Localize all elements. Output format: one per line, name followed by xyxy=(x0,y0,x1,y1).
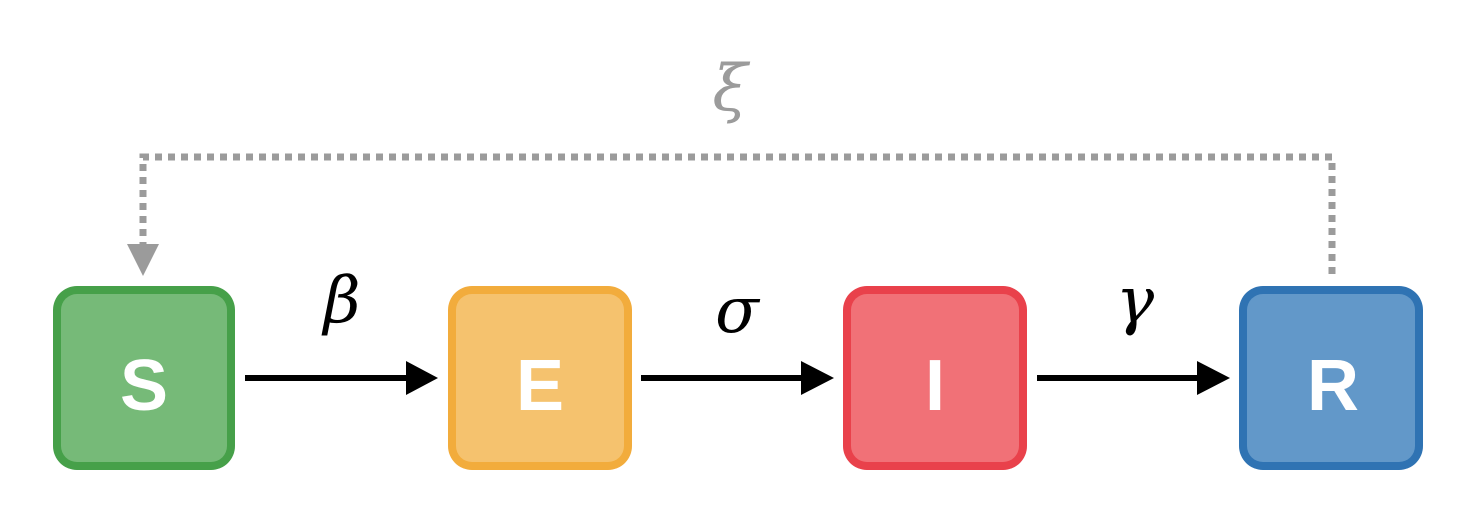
compartment-s-label: S xyxy=(120,346,168,426)
compartment-i-label: I xyxy=(925,346,945,426)
rate-label-beta: β xyxy=(322,264,361,338)
compartment-r-label: R xyxy=(1307,346,1359,426)
feedback-dotted-line xyxy=(139,153,1336,274)
compartment-r: R xyxy=(1239,286,1423,470)
compartment-e: E xyxy=(448,286,632,470)
rate-label-sigma: σ xyxy=(715,274,761,348)
rate-label-gamma: γ xyxy=(1116,264,1155,338)
compartment-e-label: E xyxy=(516,346,564,426)
transition-e-to-i: σ xyxy=(641,274,834,395)
arrowhead-s-to-e xyxy=(406,361,438,395)
feedback-rate-label: ξ xyxy=(712,52,750,126)
feedback-arrowhead xyxy=(127,244,159,276)
arrowhead-i-to-r xyxy=(1197,361,1230,395)
transition-s-to-e: β xyxy=(245,264,438,395)
compartment-s: S xyxy=(53,286,235,470)
arrowhead-e-to-i xyxy=(801,361,834,395)
compartment-i: I xyxy=(843,286,1027,470)
feedback-loop: ξ xyxy=(127,52,1336,276)
transition-i-to-r: γ xyxy=(1037,264,1230,395)
